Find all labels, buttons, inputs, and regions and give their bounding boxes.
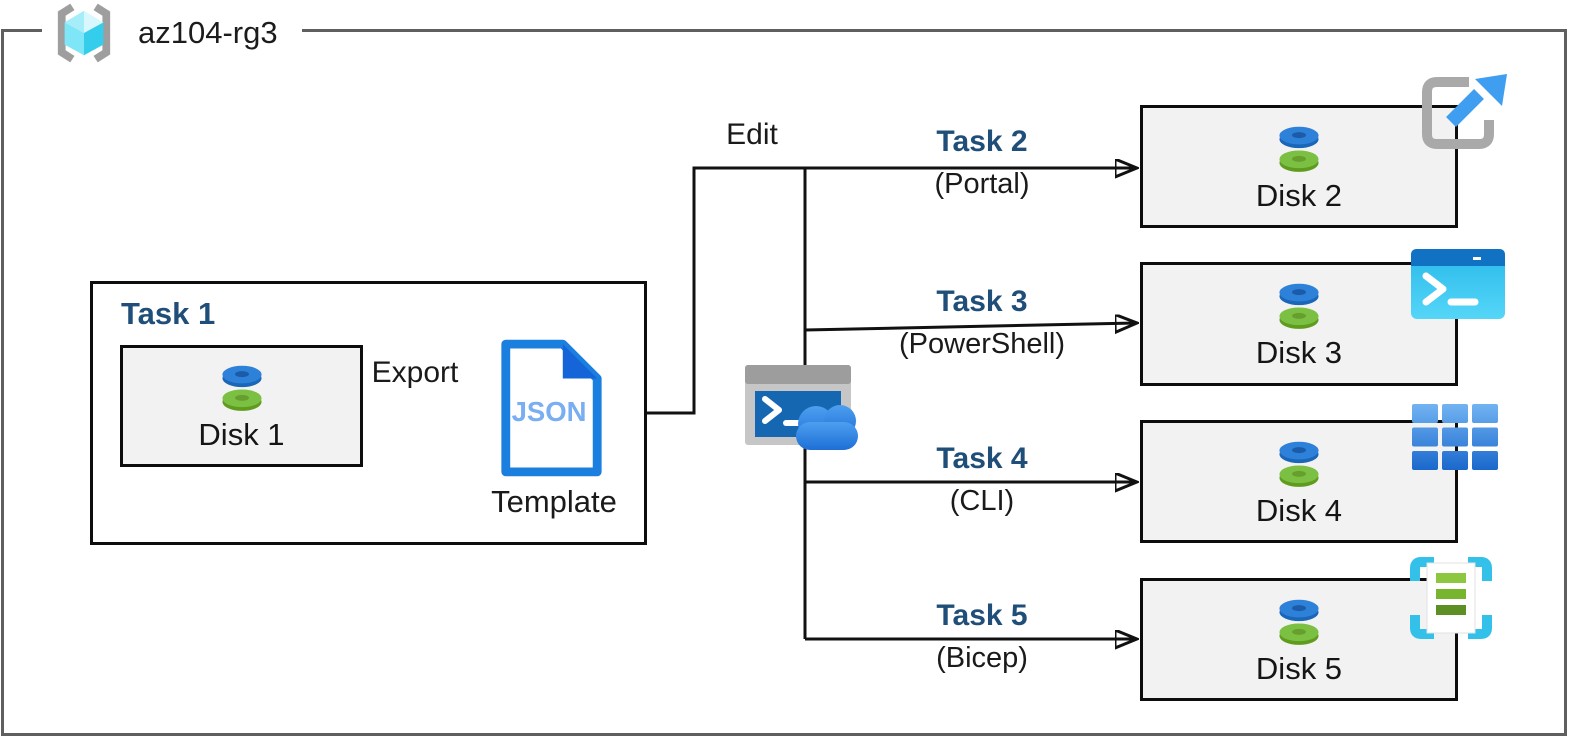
powershell-icon bbox=[1411, 249, 1505, 319]
resource-group-header: az104-rg3 bbox=[42, 0, 302, 66]
task3-method: (PowerShell) bbox=[899, 328, 1065, 360]
managed-disk-icon bbox=[221, 365, 262, 411]
azure-cli-icon bbox=[1412, 404, 1498, 470]
task3-title: Task 3 bbox=[936, 285, 1028, 318]
resource-group-name: az104-rg3 bbox=[138, 15, 278, 50]
disk1-node: Disk 1 bbox=[120, 345, 363, 467]
export-label: Export bbox=[371, 356, 459, 389]
template-caption: Template bbox=[491, 484, 617, 519]
disk-label: Disk 5 bbox=[1255, 650, 1343, 686]
disk3-node: Disk 3 bbox=[1140, 262, 1458, 386]
disk-label: Disk 2 bbox=[1255, 177, 1343, 213]
disk5-node: Disk 5 bbox=[1140, 578, 1458, 701]
managed-disk-icon bbox=[1279, 599, 1319, 645]
managed-disk-icon bbox=[1279, 126, 1319, 172]
task2-label-group: Task 2 (Portal) bbox=[850, 124, 1114, 202]
json-template-icon: JSON bbox=[501, 339, 602, 477]
disk-label: Disk 1 bbox=[198, 417, 285, 452]
azure-portal-icon bbox=[1422, 74, 1507, 149]
task2-title: Task 2 bbox=[936, 125, 1028, 158]
managed-disk-icon bbox=[1279, 441, 1319, 487]
cloud-shell-icon bbox=[745, 365, 858, 450]
task5-label-group: Task 5 (Bicep) bbox=[850, 598, 1114, 676]
task3-arrow bbox=[804, 323, 1136, 330]
disk-label: Disk 4 bbox=[1255, 492, 1343, 528]
task4-method: (CLI) bbox=[949, 485, 1015, 517]
edit-label: Edit bbox=[726, 118, 778, 151]
managed-disk-icon bbox=[1279, 283, 1319, 329]
edit-task2-arrow bbox=[644, 168, 1136, 415]
bicep-icon bbox=[1410, 557, 1492, 639]
task4-label-group: Task 4 (CLI) bbox=[850, 441, 1114, 519]
task5-title: Task 5 bbox=[936, 599, 1028, 632]
task3-label-group: Task 3 (PowerShell) bbox=[850, 284, 1114, 362]
task5-method: (Bicep) bbox=[936, 642, 1028, 674]
task2-method: (Portal) bbox=[934, 168, 1030, 200]
json-file-type-label: JSON bbox=[512, 396, 587, 427]
disk-label: Disk 3 bbox=[1255, 335, 1343, 370]
disk4-node: Disk 4 bbox=[1140, 420, 1458, 543]
task1-title: Task 1 bbox=[121, 296, 216, 331]
resource-group-boundary bbox=[1, 29, 1567, 736]
resource-group-icon bbox=[57, 3, 111, 63]
task4-title: Task 4 bbox=[936, 442, 1028, 475]
disk2-node: Disk 2 bbox=[1140, 105, 1458, 228]
